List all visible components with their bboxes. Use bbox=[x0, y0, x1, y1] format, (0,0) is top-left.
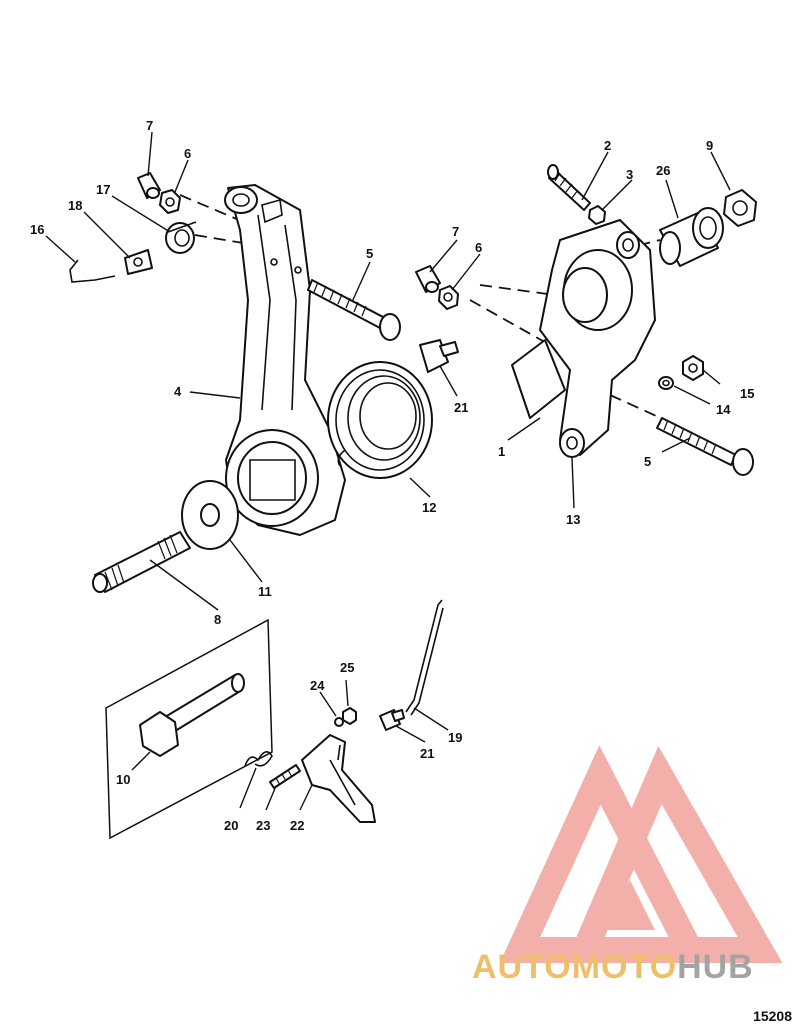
callout-25: 25 bbox=[340, 660, 354, 675]
callout-labels: 7 6 17 18 16 4 5 7 6 21 12 11 8 2 3 26 9… bbox=[30, 118, 754, 833]
part-24-pin bbox=[334, 717, 344, 727]
part-3-nut bbox=[588, 205, 606, 225]
part-8-shaft bbox=[92, 531, 191, 593]
part-9-nut bbox=[723, 189, 757, 227]
part-21-connector-upper bbox=[419, 339, 459, 373]
callout-15: 15 bbox=[740, 386, 754, 401]
part-5-screw-left bbox=[307, 279, 401, 341]
callout-16: 16 bbox=[30, 222, 44, 237]
part-25-nut bbox=[342, 707, 357, 725]
part-14-washer bbox=[658, 376, 674, 390]
figure-number: 15208 bbox=[753, 1008, 792, 1024]
callout-6-left: 6 bbox=[184, 146, 191, 161]
callout-1: 1 bbox=[498, 444, 505, 459]
part-19-rod bbox=[405, 599, 444, 716]
callout-23: 23 bbox=[256, 818, 270, 833]
part-26-sleeve bbox=[659, 207, 724, 267]
callout-5-right: 5 bbox=[644, 454, 651, 469]
callout-8: 8 bbox=[214, 612, 221, 627]
callout-24: 24 bbox=[310, 678, 325, 693]
callout-19: 19 bbox=[448, 730, 462, 745]
part-10-inset bbox=[105, 618, 273, 840]
callout-14: 14 bbox=[716, 402, 731, 417]
part-18-clip bbox=[124, 249, 153, 275]
part-12-cam-spring bbox=[327, 361, 433, 479]
watermark-text: AUTOMOTOHUB bbox=[472, 948, 754, 986]
part-15-nut bbox=[682, 355, 704, 381]
callout-12: 12 bbox=[422, 500, 436, 515]
callout-22: 22 bbox=[290, 818, 304, 833]
callout-13: 13 bbox=[566, 512, 580, 527]
part-21-connector-lower bbox=[379, 709, 405, 731]
part-7-bushing-right bbox=[415, 265, 441, 293]
callout-21-upper: 21 bbox=[454, 400, 468, 415]
callout-7-left: 7 bbox=[146, 118, 153, 133]
callout-6-right: 6 bbox=[475, 240, 482, 255]
callout-4: 4 bbox=[174, 384, 182, 399]
part-7-bushing-left bbox=[137, 172, 161, 199]
callout-26: 26 bbox=[656, 163, 670, 178]
callout-2: 2 bbox=[604, 138, 611, 153]
part-5-screw-right bbox=[656, 417, 754, 476]
callout-21-lower: 21 bbox=[420, 746, 434, 761]
part-6-nut-right bbox=[438, 285, 459, 310]
callout-9: 9 bbox=[706, 138, 713, 153]
callout-17: 17 bbox=[96, 182, 110, 197]
callout-10: 10 bbox=[116, 772, 130, 787]
leader-lines bbox=[45, 131, 731, 811]
part-20-spring bbox=[244, 751, 273, 767]
part-4-throttle-lever bbox=[224, 184, 346, 536]
callout-20: 20 bbox=[224, 818, 238, 833]
callout-7-right: 7 bbox=[452, 224, 459, 239]
part-11-washer bbox=[181, 480, 239, 550]
callout-5-left: 5 bbox=[366, 246, 373, 261]
part-2-screw bbox=[547, 164, 591, 211]
part-6-nut-left bbox=[159, 189, 181, 214]
automotohub-watermark-logo: AUTOMOTOHUB bbox=[472, 745, 783, 986]
callout-3: 3 bbox=[626, 167, 633, 182]
part-23-stud bbox=[269, 764, 301, 789]
part-1-bracket bbox=[511, 219, 656, 456]
part-13-pin bbox=[559, 428, 585, 458]
callout-11: 11 bbox=[258, 584, 272, 599]
part-22-lever bbox=[301, 734, 376, 823]
part-17-bushing bbox=[165, 221, 197, 254]
callout-18: 18 bbox=[68, 198, 82, 213]
part-16-link bbox=[69, 259, 116, 283]
